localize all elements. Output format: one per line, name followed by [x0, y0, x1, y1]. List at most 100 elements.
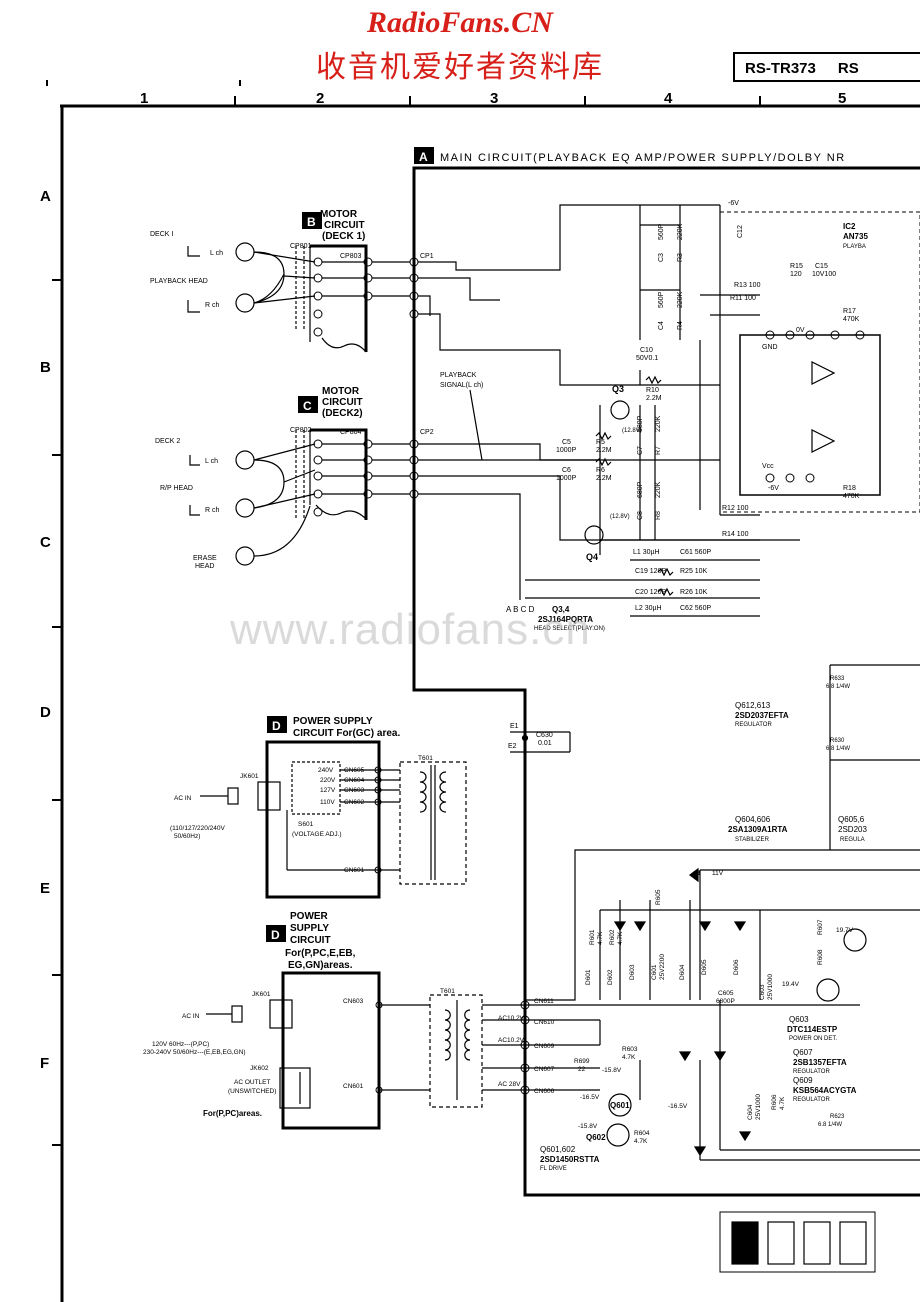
q601-602-label: Q601,602 — [540, 1145, 576, 1154]
power-supply-labels: CN611 CN610 CN609 CN607 CN606 AC10.2V AC… — [498, 870, 854, 1145]
r699-value: 22 — [578, 1066, 586, 1073]
acin-other-label: AC IN — [182, 1013, 200, 1020]
q604-label: Q604,606 — [735, 815, 771, 824]
minus6v-label-1: -6V — [728, 200, 739, 207]
acin-gc-label: AC IN — [174, 795, 192, 802]
cp2-label: CP2 — [420, 429, 434, 436]
v11-label: 11V — [712, 870, 724, 877]
grid-ruler: 1 2 3 4 5 A B C D E F — [40, 90, 846, 1072]
ground-cap-c630: E1 E2 C630 0.01 — [508, 723, 571, 753]
d602-label: D602 — [607, 969, 614, 985]
ps-gc-title-1: POWER SUPPLY — [293, 716, 373, 727]
r18-label: R18 — [843, 485, 856, 492]
q605-part: 2SD203 — [838, 825, 867, 834]
q605-function: REGULA — [840, 837, 865, 843]
erase-head-label-1: ERASE — [193, 555, 217, 562]
grid-row-c: C — [40, 534, 51, 551]
grid-row-f: F — [40, 1055, 49, 1072]
q603-part: DTC114ESTP — [787, 1025, 838, 1034]
cn604-label: CN604 — [344, 777, 365, 784]
grid-ticks — [46, 80, 761, 1146]
motor1-title-line1: MOTOR — [320, 209, 358, 220]
r3-value: 220K — [677, 223, 684, 240]
v240-label: 240V — [318, 767, 334, 774]
c4-label: C4 — [658, 321, 665, 330]
r605-label: R605 — [655, 889, 662, 905]
page-index-boxes — [719, 1211, 876, 1273]
c601-value: 25V2200 — [659, 954, 666, 980]
for-ppc-label: For(P,PC)areas. — [203, 1109, 262, 1118]
v220-label: 220V — [320, 777, 336, 784]
motor-circuit-deck1: B MOTOR CIRCUIT (DECK 1) — [302, 209, 368, 353]
main-circuit-title: MAIN CIRCUIT(PLAYBACK EQ AMP/POWER SUPPL… — [440, 152, 846, 164]
s601-function: (VOLTAGE ADJ.) — [292, 831, 342, 838]
r623-label: R623 — [830, 1114, 845, 1120]
r13-label: R13 100 — [734, 282, 761, 289]
q601-symbol-label: Q601 — [610, 1101, 630, 1110]
grid-col-1: 1 — [140, 90, 148, 107]
cn609-label: CN609 — [534, 1043, 555, 1050]
deck1-heads: DECK I L ch PLAYBACK HEAD R ch CP801 CP8… — [150, 231, 434, 313]
regulator-labels: Q612,613 2SD2037EFTA REGULATOR Q604,606 … — [540, 676, 867, 1172]
c12-label: C12 — [737, 225, 744, 238]
grid-col-4: 4 — [664, 90, 673, 107]
c3-label: C3 — [658, 253, 665, 262]
r5-value: 2.2M — [596, 447, 612, 454]
ps-other-tag: D — [271, 928, 280, 942]
c10-label: C10 — [640, 347, 653, 354]
r604-label: R604 — [634, 1130, 650, 1137]
ac-outlet-label-1: AC OUTLET — [234, 1079, 271, 1086]
c10-value: 50V0.1 — [636, 355, 658, 362]
motor2-tag: C — [303, 399, 312, 413]
r699-label: R699 — [574, 1058, 590, 1065]
main-circuit-header: A MAIN CIRCUIT(PLAYBACK EQ AMP/POWER SUP… — [414, 147, 846, 164]
motor-circuit-deck2: C MOTOR CIRCUIT (DECK2) — [298, 386, 368, 520]
d604-label: D604 — [679, 964, 686, 980]
grid-row-d: D — [40, 704, 51, 721]
c4-value: 560P — [658, 291, 665, 308]
power-supply-gc: D POWER SUPPLY CIRCUIT For(GC) area. JK6… — [170, 716, 467, 899]
q609-function: REGULATOR — [793, 1097, 830, 1103]
deck2-label: DECK 2 — [155, 438, 180, 445]
cn601-label: CN601 — [344, 867, 365, 874]
q4-voltage-label: (12.8V) — [610, 514, 630, 520]
q601-part: 2SD1450RSTTA — [540, 1155, 600, 1164]
d605-label: D605 — [701, 959, 708, 975]
r17-label: R17 — [843, 308, 856, 315]
deck1-lch-label: L ch — [210, 250, 223, 257]
cn602-label: CN602 — [344, 799, 365, 806]
c20-label: C20 120P — [635, 589, 666, 596]
gnd-label: GND — [762, 344, 778, 351]
deck1-head-coils — [235, 242, 316, 313]
r17-value: 470K — [843, 316, 860, 323]
r608-label: R608 — [817, 949, 824, 965]
cp801-label: CP801 — [290, 243, 312, 250]
watermark-url: www.radiofans.cn — [230, 605, 591, 654]
main-circuit-border — [412, 166, 920, 1197]
watermark-chinese-title: 收音机爱好者资料库 — [316, 51, 604, 84]
r25-label: R25 10K — [680, 568, 708, 575]
c15-label: C15 — [815, 263, 828, 270]
deck2-head-coils — [235, 443, 316, 566]
c605-value: 6800P — [716, 998, 735, 1005]
r12-label: R12 100 — [722, 505, 749, 512]
motor2-title-line1: MOTOR — [322, 386, 360, 397]
cn611-label: CN611 — [534, 998, 554, 1005]
ic2-label: IC2 — [843, 222, 856, 231]
deck2-lch-label: L ch — [205, 458, 218, 465]
r4-value: 220K — [677, 291, 684, 308]
cp803-label: CP803 — [340, 253, 362, 260]
q612-part: 2SD2037EFTA — [735, 711, 789, 720]
v127-label: 127V — [320, 787, 336, 794]
r3-label: R3 — [677, 253, 684, 262]
c6-value: 1000P — [556, 475, 577, 482]
r606-value: 4.7K — [779, 1096, 786, 1110]
c605-label: C605 — [718, 990, 734, 997]
minus158v-label: -15.8V — [602, 1067, 622, 1074]
q602-symbol-label: Q602 — [586, 1133, 606, 1142]
ps-other-title-5: EG,GN)areas. — [288, 960, 353, 971]
r15-value: 120 — [790, 271, 802, 278]
l2-label: L2 30µH — [635, 605, 662, 612]
q34-label: Q3,4 — [552, 605, 570, 614]
